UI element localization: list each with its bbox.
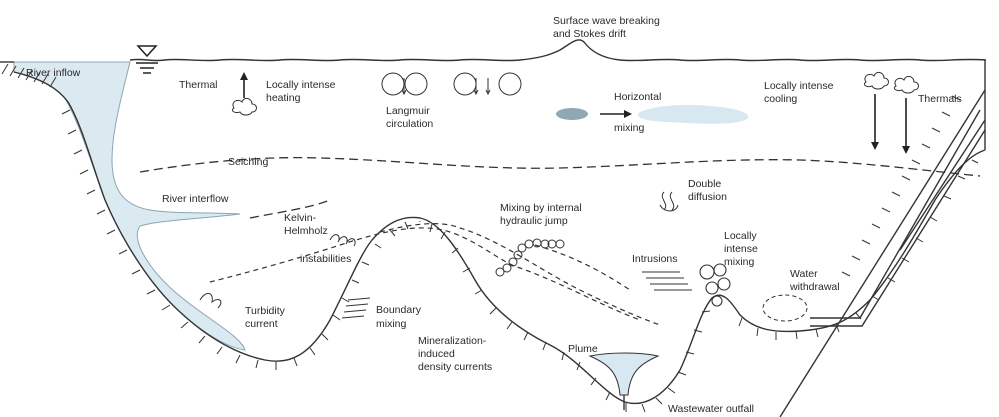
cooling-cloud-1-icon [864,72,888,89]
label-mixing-2: intense [724,243,758,255]
label-double-diffusion-2: diffusion [688,191,727,203]
langmuir-circulation-icon [382,73,521,95]
turbidity-streaks [200,293,221,308]
horizontal-mixing-light-blob [638,105,748,124]
label-double-diffusion-1: Double [688,178,721,190]
thermals-arrowhead-2 [902,146,910,154]
label-thermals: Thermals [918,93,962,105]
label-langmuir-1: Langmuir [386,105,430,117]
label-river-inflow: River inflow [26,67,81,79]
label-withdrawal-1: Water [790,268,818,280]
intense-mixing-bubbles [700,264,730,306]
double-diffusion-icon [660,192,678,211]
label-withdrawal-2: withdrawal [789,281,840,293]
label-cooling-1: Locally intense [764,80,834,92]
label-horizontal-1: Horizontal [614,91,661,103]
label-plume: Plume [568,343,598,355]
label-boundary-2: mixing [376,318,407,330]
right-shore-slope [780,60,985,417]
label-seiching: Seiching [228,156,268,168]
horizontal-mixing-arrowhead [624,110,632,118]
label-cooling-2: cooling [764,93,797,105]
label-horizontal-2: mixing [614,122,645,134]
label-surface-wave-2: and Stokes drift [553,28,626,40]
label-hydraulic-2: hydraulic jump [500,215,568,227]
label-river-interflow: River interflow [162,193,229,205]
hydraulic-jump-beads [496,239,564,276]
boundary-mixing-streaks [342,298,370,318]
lake-bed-hatch [62,110,978,412]
thermals-arrowhead-1 [871,142,879,150]
label-mineralization-2: induced [418,348,455,360]
label-heating-1: Locally intense [266,79,336,91]
label-hydraulic-1: Mixing by internal [500,202,582,214]
lake-bed-profile [14,72,985,403]
river-inflow-water [14,62,245,350]
label-langmuir-2: circulation [386,118,433,130]
withdrawal-pipe [810,110,985,326]
internal-layer-lower [380,224,660,325]
label-mineralization-3: density currents [418,361,492,373]
label-boundary-1: Boundary [376,304,422,316]
label-intrusions: Intrusions [632,253,678,265]
hydraulic-jump-dash [535,245,630,290]
water-surface-line [130,40,986,61]
heating-cloud-icon [232,98,256,115]
thermal-arrowhead [240,72,248,80]
plume-shape [590,353,658,395]
label-turbidity-2: current [245,318,278,330]
label-mixing-3: mixing [724,256,755,268]
label-turbidity-1: Turbidity [245,305,286,317]
label-surface-wave-1: Surface wave breaking [553,15,660,27]
label-kh-2: Helmholz [284,225,328,237]
horizontal-mixing-dark-blob [556,108,588,120]
label-mineralization-1: Mineralization- [418,335,487,347]
label-thermal: Thermal [179,79,218,91]
label-wastewater-outfall: Wastewater outfall [668,403,754,415]
label-mixing-1: Locally [724,230,757,242]
label-kh-3: instabilities [300,253,351,265]
label-heating-2: heating [266,92,301,104]
label-kh-1: Kelvin- [284,212,317,224]
cooling-cloud-2-icon [894,76,918,93]
right-shore-inner [900,120,985,250]
intrusions-lines [642,272,692,290]
water-withdrawal-zone [763,295,807,321]
